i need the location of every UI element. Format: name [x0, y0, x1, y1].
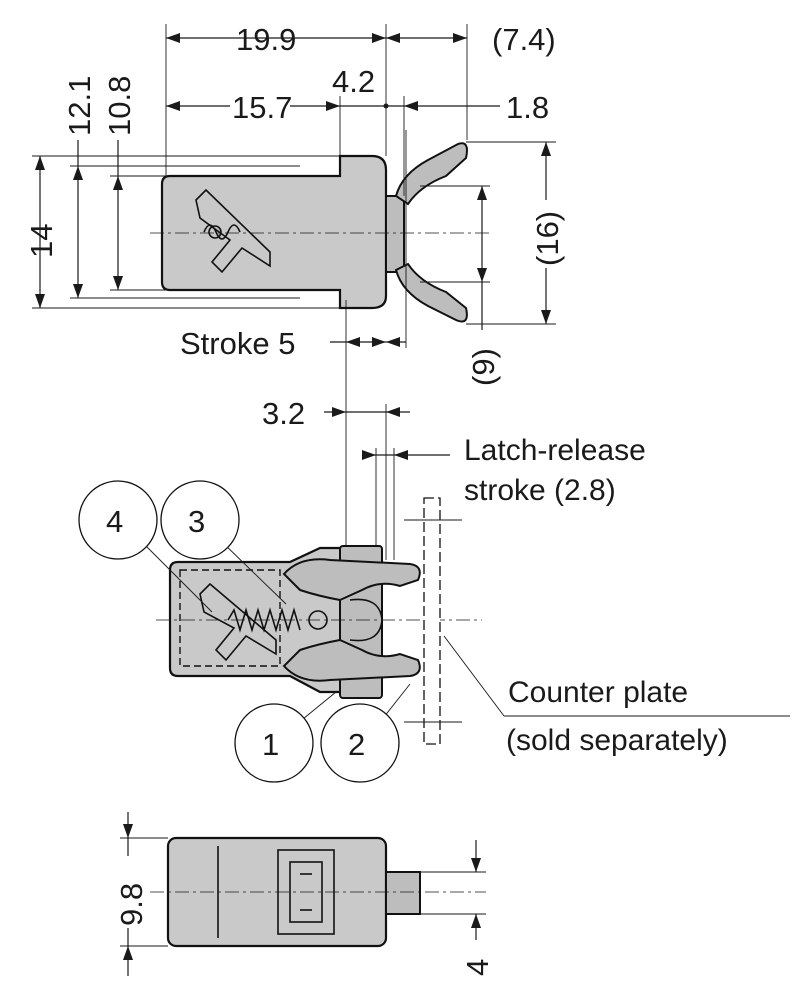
label-counter-plate-line2: (sold separately) — [506, 724, 728, 757]
dim-height-10-8: 10.8 — [102, 76, 137, 136]
side-view-dimensions — [120, 812, 486, 976]
middle-view — [156, 497, 482, 745]
top-view-body — [160, 154, 388, 310]
dim-body-length: 15.7 — [232, 90, 292, 125]
top-view-spring-hole — [208, 225, 222, 239]
top-view-spring — [203, 224, 241, 240]
svg-text:3: 3 — [188, 504, 205, 539]
label-counter-plate-line1: Counter plate — [508, 676, 688, 709]
dim-stroke: Stroke 5 — [180, 326, 295, 361]
middle-view-coil-spring — [227, 607, 301, 633]
dim-jaw-inner-width: (9) — [466, 348, 501, 386]
top-view-neck — [385, 195, 405, 273]
top-view — [150, 142, 490, 323]
dim-plunger-width: 4 — [460, 959, 495, 976]
dim-jaw-open-width: (16) — [530, 211, 565, 266]
label-latch-release-line2: stroke (2.8) — [464, 474, 616, 507]
top-view-upper-jaw — [394, 142, 468, 206]
svg-text:1: 1 — [262, 727, 279, 762]
dim-side-height: 9.8 — [114, 883, 149, 926]
side-view-plunger — [385, 871, 421, 915]
dim-gap: 4.2 — [332, 64, 375, 99]
side-view — [150, 836, 486, 948]
counter-plate — [423, 497, 441, 745]
middle-view-lower-jaw — [282, 638, 421, 682]
dim-tip-length: (7.4) — [492, 22, 556, 57]
dim-offset-3-2: 3.2 — [262, 396, 305, 431]
middle-view-upper-jaw — [282, 558, 421, 602]
dim-height-14: 14 — [24, 224, 59, 258]
dim-height-12-1: 12.1 — [62, 76, 97, 136]
svg-text:2: 2 — [348, 727, 365, 762]
dim-overall-length: 19.9 — [236, 22, 296, 57]
callout-4: 4 — [78, 480, 158, 560]
callout-2: 2 — [320, 703, 400, 783]
callout-1: 1 — [234, 703, 314, 783]
top-view-dimensions — [32, 24, 556, 560]
callout-3: 3 — [160, 480, 240, 560]
dim-tip-offset: 1.8 — [506, 90, 549, 125]
top-view-lower-jaw — [394, 262, 468, 323]
svg-text:4: 4 — [106, 504, 123, 539]
label-latch-release-line1: Latch-release — [464, 434, 646, 467]
